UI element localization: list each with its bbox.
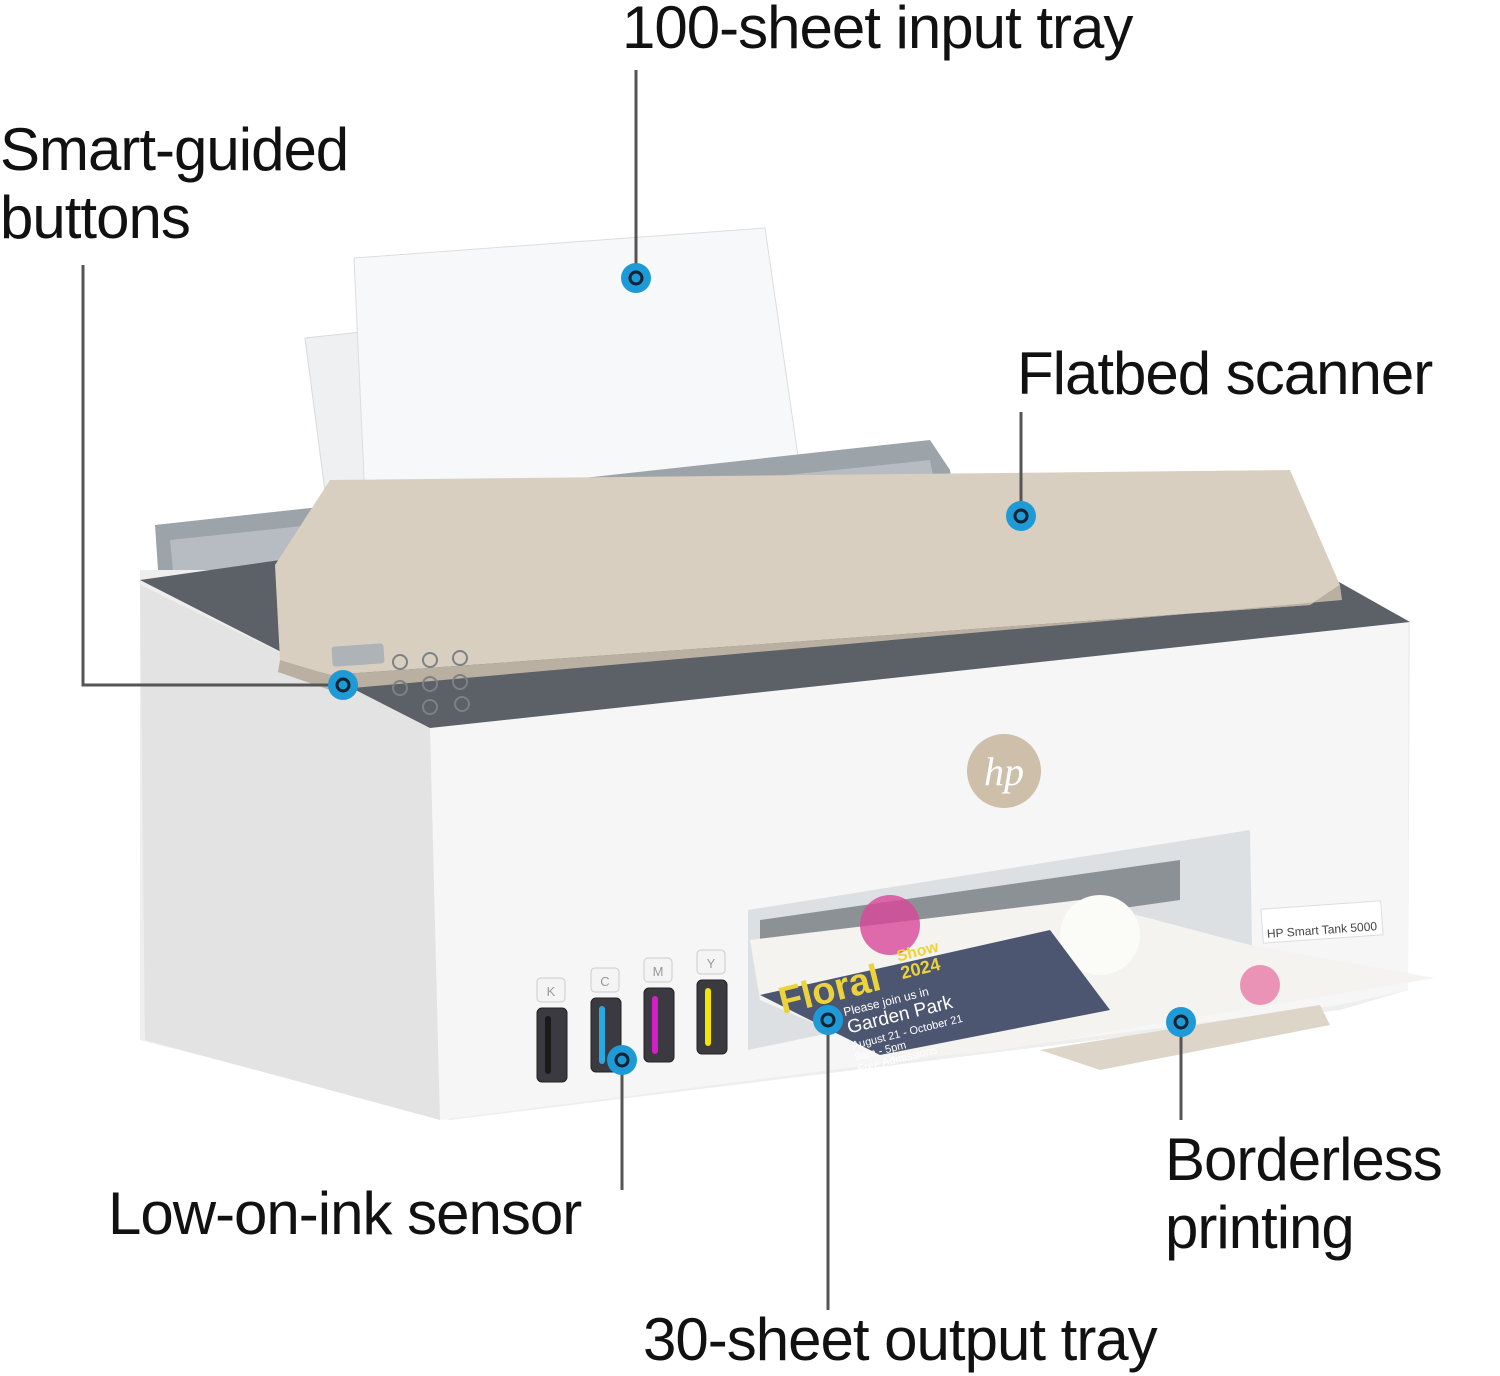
ink-tank-letter: K bbox=[547, 984, 556, 999]
ink-level bbox=[599, 1006, 605, 1064]
callout-markers bbox=[328, 263, 1196, 1075]
ink-level bbox=[545, 1016, 551, 1074]
label-buttons-line1: Smart-guided bbox=[0, 116, 349, 183]
label-scanner: Flatbed scanner bbox=[1017, 340, 1433, 407]
label-buttons-line2: buttons bbox=[0, 184, 191, 251]
marker-input-tray-icon bbox=[621, 263, 651, 293]
control-buttons bbox=[392, 650, 470, 715]
marker-output-tray-icon bbox=[813, 1005, 843, 1035]
ink-tank-letter: Y bbox=[707, 956, 716, 971]
label-output-tray: 30-sheet output tray bbox=[643, 1306, 1158, 1373]
ink-tank-letter: C bbox=[600, 974, 609, 989]
ink-level bbox=[652, 996, 658, 1054]
scanner-lid bbox=[275, 470, 1340, 675]
leader-lines bbox=[81, 70, 1183, 1310]
hp-logo bbox=[967, 734, 1041, 808]
control-display bbox=[331, 643, 385, 667]
svg-text:hp: hp bbox=[984, 749, 1024, 794]
label-ink-sensor: Low-on-ink sensor bbox=[108, 1180, 582, 1247]
marker-buttons-icon bbox=[328, 670, 358, 700]
marker-scanner-icon bbox=[1006, 501, 1036, 531]
ink-tank-m: M bbox=[643, 957, 675, 1063]
leader-buttons bbox=[81, 265, 343, 687]
label-borderless-line2: printing bbox=[1165, 1194, 1355, 1261]
ink-level bbox=[705, 988, 711, 1046]
ink-tank-k: K bbox=[536, 977, 568, 1083]
input-tray-paper bbox=[353, 227, 801, 501]
ink-tank-letter: M bbox=[653, 964, 664, 979]
label-borderless-line1: Borderless bbox=[1165, 1126, 1443, 1193]
marker-ink-sensor-icon bbox=[607, 1045, 637, 1075]
output-tray-extension bbox=[1040, 1005, 1330, 1070]
ink-tank-y: Y bbox=[696, 949, 728, 1055]
marker-borderless-icon bbox=[1166, 1007, 1196, 1037]
poster bbox=[760, 930, 1110, 1055]
label-input-tray: 100-sheet input tray bbox=[622, 0, 1133, 61]
